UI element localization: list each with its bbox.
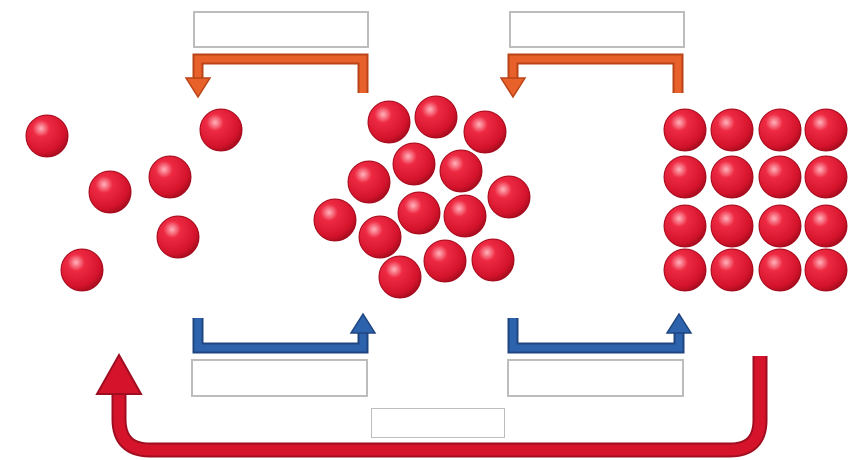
gas-particle (88, 170, 132, 214)
red-arrow-solid-to-gas (95, 352, 768, 458)
solid-particles (663, 108, 848, 292)
gas-particle (60, 248, 104, 292)
liquid-particle (347, 160, 391, 204)
solid-particle (804, 204, 848, 248)
liquid-particle (439, 149, 483, 193)
liquid-particle (443, 194, 487, 238)
liquid-particles (313, 95, 531, 299)
solid-particle (804, 248, 848, 292)
label-box-top-left[interactable] (193, 11, 369, 48)
solid-particle (710, 108, 754, 152)
solid-particle (663, 108, 707, 152)
gas-particle (199, 108, 243, 152)
gas-particle (25, 114, 69, 158)
label-box-bottom-left[interactable] (191, 359, 368, 397)
gas-particle (156, 215, 200, 259)
solid-particle (804, 155, 848, 199)
liquid-particle (313, 198, 357, 242)
liquid-particle (378, 255, 422, 299)
orange-arrow-solid-to-liquid (499, 53, 684, 99)
solid-particle (663, 204, 707, 248)
liquid-particle (487, 175, 531, 219)
label-box-top-right[interactable] (509, 11, 685, 48)
blue-arrow-gas-to-liquid (192, 312, 377, 354)
label-box-bottom-right[interactable] (507, 359, 684, 397)
solid-particle (710, 248, 754, 292)
liquid-particle (463, 110, 507, 154)
liquid-particle (471, 238, 515, 282)
liquid-particle (367, 100, 411, 144)
liquid-particle (397, 191, 441, 235)
gas-particles (25, 108, 243, 292)
gas-particle (148, 155, 192, 199)
blue-arrow-liquid-to-solid (507, 312, 693, 354)
solid-particle (758, 248, 802, 292)
solid-particle (758, 204, 802, 248)
solid-particle (804, 108, 848, 152)
liquid-particle (414, 95, 458, 139)
label-box-center[interactable] (371, 408, 505, 438)
solid-particle (758, 108, 802, 152)
liquid-particle (423, 239, 467, 283)
liquid-particle (358, 215, 402, 259)
solid-particle (710, 155, 754, 199)
liquid-particle (392, 142, 436, 186)
solid-particle (663, 248, 707, 292)
solid-particle (758, 155, 802, 199)
solid-particle (710, 204, 754, 248)
solid-particle (663, 155, 707, 199)
orange-arrow-liquid-to-gas (184, 53, 369, 99)
